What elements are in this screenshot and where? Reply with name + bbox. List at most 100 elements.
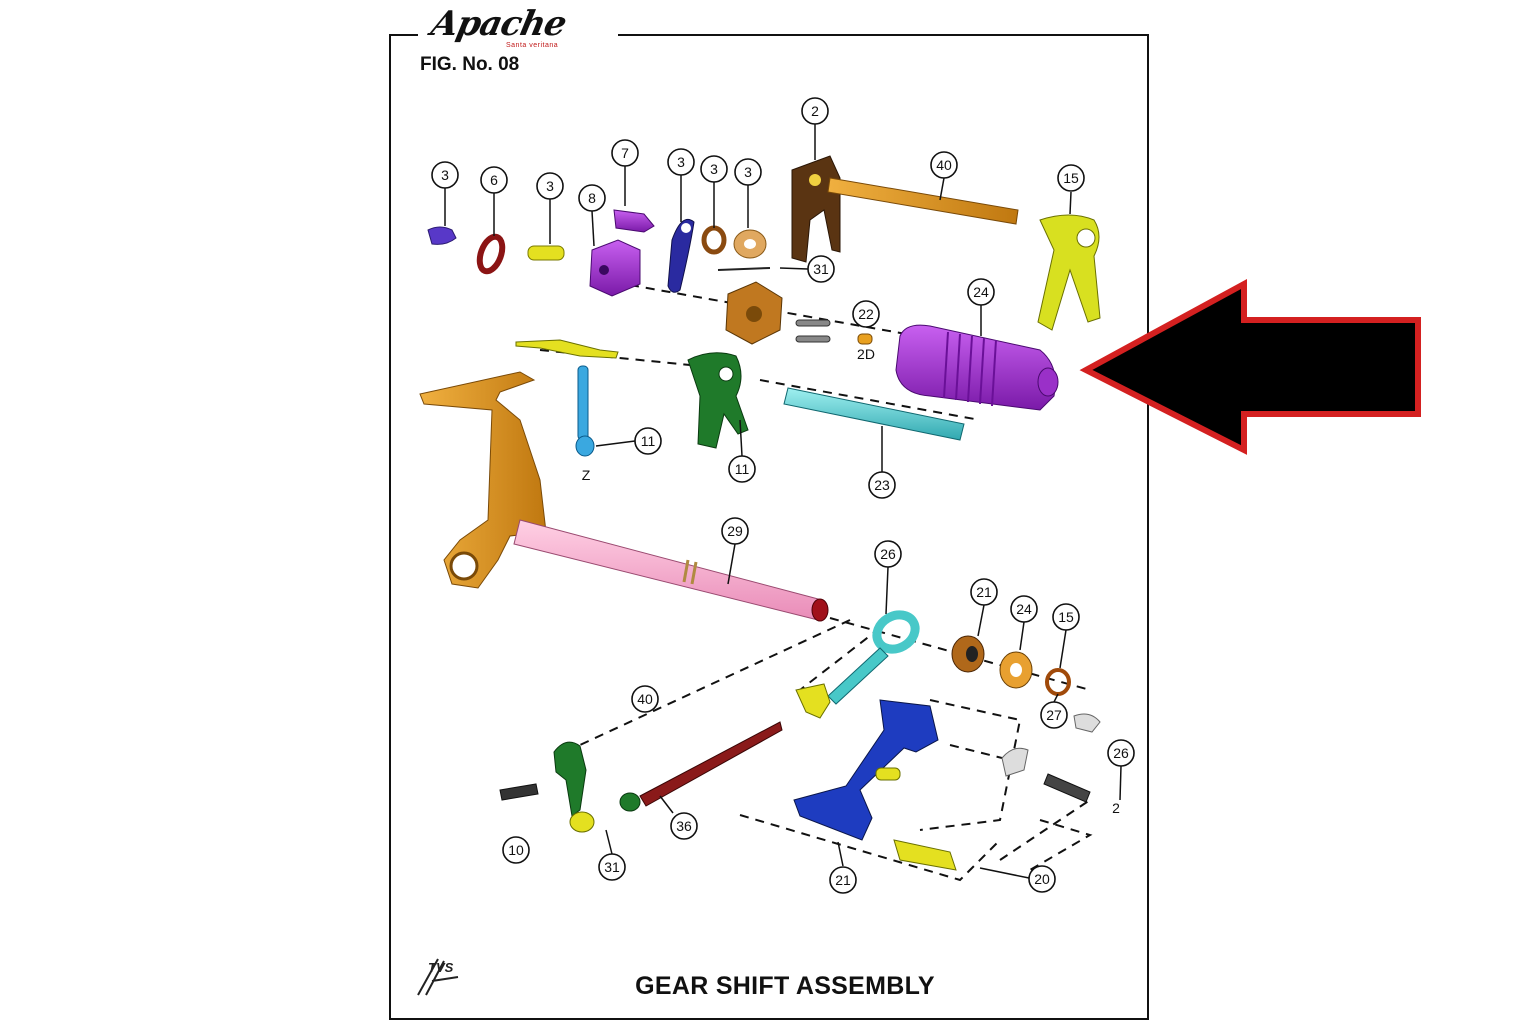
callout-10: 10 [502,836,530,864]
callout-number: 29 [727,523,743,539]
part-cap-3 [427,226,457,245]
part-shift-arm [419,371,547,589]
callout-circle [970,578,998,606]
callout-number: 26 [880,546,896,562]
leader-lines [444,124,1122,879]
part-shaft-29 [513,519,829,622]
part-pedal [793,699,939,841]
callout-21a: 21 [970,578,998,606]
callout-11a: 11 [634,427,662,455]
callout-31b: 31 [598,853,626,881]
part-pin-yellow-small [875,767,901,781]
callout-8: 8 [578,184,606,212]
callout-15a: 15 [1057,164,1085,192]
callout-36: 36 [670,812,698,840]
callout-number: 3 [677,154,685,170]
callout-circle [728,455,756,483]
callout-circle [667,148,695,176]
brand-tagline: Santa veritana [506,42,559,49]
callout-number: 15 [1063,170,1079,186]
callout-number: 6 [490,172,498,188]
part-dowel-pins [795,319,831,343]
part-joint-yellow [795,683,831,719]
callout-40a: 40 [930,151,958,179]
callout-number: 27 [1046,707,1062,723]
callout-circle [634,427,662,455]
part-collar [725,281,783,345]
callout-3e: 3 [734,158,762,186]
callout-15b: 15 [1052,603,1080,631]
callout-number: 36 [676,818,692,834]
callout-circle [1028,865,1056,893]
callout-circle [631,685,659,713]
part-bolt-10 [499,783,539,801]
part-eye-bolt-26 [827,610,920,705]
callout-number: 31 [813,261,829,277]
callout-number: 24 [973,284,989,300]
callout-circle [431,161,459,189]
callout-number: 20 [1034,871,1050,887]
callout-number: 3 [744,164,752,180]
part-washer-24 [999,651,1033,689]
part-spring-pin-31 [717,267,771,271]
callout-circle [1057,164,1085,192]
corner-logo [414,955,474,1000]
callout-31a: 31 [807,255,835,283]
callout-number: 11 [641,433,656,449]
part-block-8 [589,239,641,297]
pointer-arrow [1079,278,1421,455]
part-pin-blue-11 [575,365,595,457]
callout-27: 27 [1040,701,1068,729]
part-rod-23 [783,387,965,441]
callout-circle [721,517,749,545]
part-lever-yellow [515,339,619,359]
callout-circle [480,166,508,194]
callout-circle [829,866,857,894]
callout-number: 21 [976,584,992,600]
callout-3d: 3 [700,155,728,183]
callout-circle [700,155,728,183]
callout-circle [874,540,902,568]
callout-circle [598,853,626,881]
brand-logo: Apache Santa veritana [418,4,618,52]
callout-number: 15 [1058,609,1074,625]
callout-21b: 21 [829,866,857,894]
loose-mark-2e: 2 [1112,800,1120,816]
callout-circle [852,300,880,328]
callout-circle [536,172,564,200]
part-rod-40 [827,177,1019,225]
figure-number: FIG. No. 08 [420,54,520,75]
callout-20: 20 [1028,865,1056,893]
callout-number: 8 [588,190,596,206]
callout-circle [611,139,639,167]
callout-circle [734,158,762,186]
callout-circle [801,97,829,125]
part-link-3 [667,218,695,293]
callout-circle [578,184,606,212]
callout-11b: 11 [728,455,756,483]
callout-circle [930,151,958,179]
part-lever-green [553,741,641,833]
callout-number: 23 [874,477,890,493]
callout-29: 29 [721,517,749,545]
callout-number: 26 [1113,745,1129,761]
callout-6: 6 [480,166,508,194]
part-fork-green-11 [687,352,749,449]
part-bracket-white [1001,747,1029,777]
part-oring-3 [701,225,727,255]
callout-3b: 3 [536,172,564,200]
callout-24b: 24 [1010,595,1038,623]
diagram-caption: GEAR SHIFT ASSEMBLY [635,972,935,1000]
callout-circle [1107,739,1135,767]
callout-40b: 40 [631,685,659,713]
callout-number: 7 [621,145,629,161]
loose-mark-2d: 2D [857,346,875,362]
part-oring-15 [1045,668,1071,696]
callout-circle [1040,701,1068,729]
part-pin-3 [527,245,565,261]
callout-26a: 26 [874,540,902,568]
part-shift-drum-24 [895,324,1059,411]
callout-2: 2 [801,97,829,125]
callout-circle [502,836,530,864]
